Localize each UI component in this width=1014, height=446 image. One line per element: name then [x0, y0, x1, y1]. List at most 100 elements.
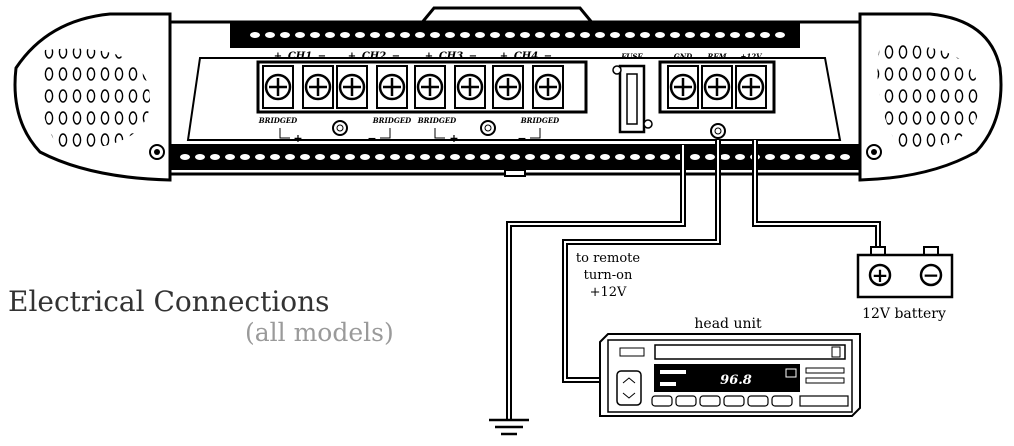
vent-hole	[760, 32, 770, 38]
speaker-terminal-screw-icon	[376, 65, 408, 109]
bottom-ventilation-holes	[180, 154, 850, 160]
vent-hole	[400, 32, 410, 38]
vent-hole	[795, 154, 805, 160]
vent-hole	[690, 154, 700, 160]
vent-hole	[730, 32, 740, 38]
amplifier: CH1 CH2 CH3 CH4 + − + − + − + − BRIDGED …	[13, 6, 1003, 182]
left-end-cap	[13, 12, 245, 182]
vent-hole	[505, 32, 515, 38]
vent-hole	[315, 154, 325, 160]
bridged-plus-1: +	[293, 132, 302, 145]
vent-hole	[640, 32, 650, 38]
vent-hole	[525, 154, 535, 160]
vent-hole	[625, 32, 635, 38]
vent-hole	[540, 154, 550, 160]
power-terminal-screw-icon	[701, 65, 733, 109]
speaker-terminal-screw-icon	[454, 65, 486, 109]
vent-hole	[465, 154, 475, 160]
vent-hole	[435, 154, 445, 160]
vent-hole	[415, 32, 425, 38]
battery: + − 12V battery	[856, 246, 954, 322]
vent-hole	[345, 154, 355, 160]
vent-hole	[405, 154, 415, 160]
plus12v-label: +12V	[740, 52, 763, 61]
ch1-label: CH1	[288, 51, 312, 62]
head-unit-display: 96.8	[720, 373, 752, 388]
fuse-holder: FUSE	[612, 52, 653, 134]
vent-hole	[570, 154, 580, 160]
top-ventilation-holes	[250, 32, 785, 38]
vent-hole	[390, 154, 400, 160]
power-terminal-block: GND REM +12V	[658, 52, 776, 139]
vent-hole	[535, 32, 545, 38]
preset-button	[699, 395, 721, 407]
top-handle	[418, 6, 596, 26]
vent-hole	[610, 32, 620, 38]
speaker-terminal-screw-icon	[492, 65, 524, 109]
vent-hole	[310, 32, 320, 38]
ch3-minus: −	[469, 51, 477, 62]
vent-hole	[700, 32, 710, 38]
ch2-minus: −	[392, 51, 400, 62]
vent-hole	[225, 154, 235, 160]
bridged-label-4: BRIDGED	[520, 116, 560, 125]
remote-label: to remote turn-on +12V	[576, 251, 640, 300]
battery-label: 12V battery	[862, 306, 946, 322]
vent-hole	[370, 32, 380, 38]
battery-positive-icon	[868, 263, 892, 287]
preset-button	[675, 395, 697, 407]
bridged-label-2: BRIDGED	[372, 116, 412, 125]
gnd-label: GND	[674, 52, 693, 61]
vent-hole	[780, 154, 790, 160]
vent-hole	[775, 32, 785, 38]
diagram-subtitle: (all models)	[245, 318, 394, 347]
vent-hole	[295, 32, 305, 38]
remote-label-line1: to remote	[576, 251, 640, 266]
vent-hole	[450, 154, 460, 160]
vent-hole	[825, 154, 835, 160]
vent-hole	[600, 154, 610, 160]
vent-hole	[430, 32, 440, 38]
power-terminal-screw-icon	[735, 65, 767, 109]
vent-hole	[445, 32, 455, 38]
diagram-title: Electrical Connections	[8, 285, 330, 318]
bridged-minus-1: −	[367, 132, 376, 145]
vent-hole	[330, 154, 340, 160]
vent-hole	[270, 154, 280, 160]
vent-hole	[555, 154, 565, 160]
vent-hole	[510, 154, 520, 160]
vent-hole	[810, 154, 820, 160]
vent-hole	[645, 154, 655, 160]
vent-hole	[240, 154, 250, 160]
vent-hole	[670, 32, 680, 38]
battery-negative-icon	[919, 263, 943, 287]
ch3-label: CH3	[439, 51, 463, 62]
ch2-plus: +	[348, 51, 356, 62]
vent-hole	[285, 154, 295, 160]
vent-hole	[385, 32, 395, 38]
bridged-label-1: BRIDGED	[258, 116, 298, 125]
vent-hole	[255, 154, 265, 160]
speaker-terminal-screw-icon	[414, 65, 446, 109]
vent-hole	[490, 32, 500, 38]
remote-label-line2: turn-on	[584, 268, 633, 283]
vent-hole	[325, 32, 335, 38]
vent-hole	[210, 154, 220, 160]
remote-label-line3: +12V	[590, 285, 627, 300]
vent-hole	[280, 32, 290, 38]
vent-hole	[765, 154, 775, 160]
vent-hole	[340, 32, 350, 38]
vent-hole	[475, 32, 485, 38]
speaker-terminal-screw-icon	[532, 65, 564, 109]
speaker-terminal-block: CH1 CH2 CH3 CH4 + − + − + − + − BRIDGED …	[256, 51, 588, 145]
ch4-label: CH4	[514, 51, 538, 62]
ch4-minus: −	[544, 51, 552, 62]
vent-hole	[355, 32, 365, 38]
battery-plus-sign: +	[872, 263, 889, 287]
vent-hole	[375, 154, 385, 160]
rem-label: REM	[707, 52, 727, 61]
vent-hole	[265, 32, 275, 38]
vent-hole	[180, 154, 190, 160]
vent-hole	[630, 154, 640, 160]
ch4-plus: +	[500, 51, 508, 62]
